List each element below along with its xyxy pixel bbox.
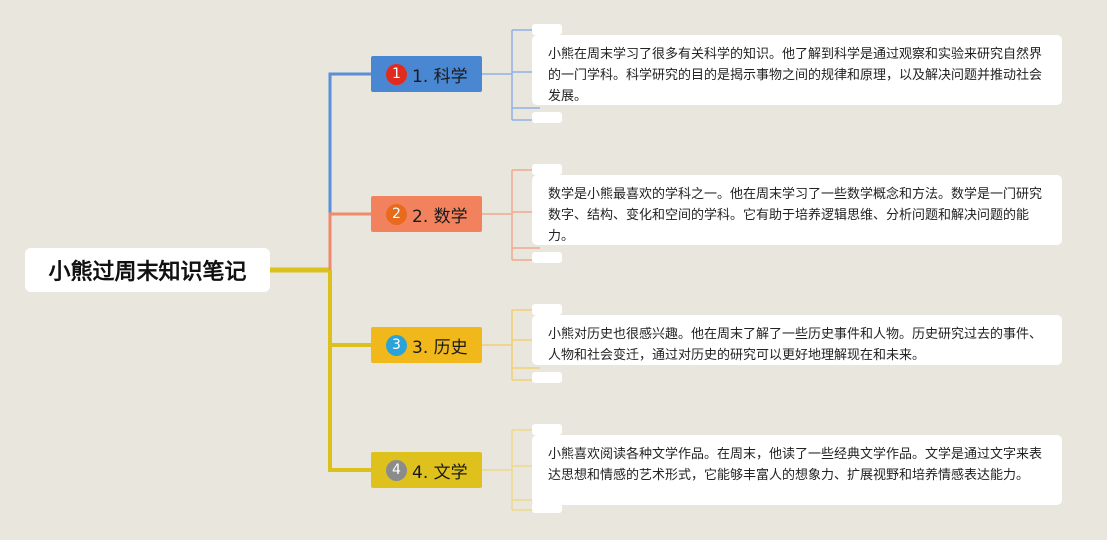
math-detail-text: 数学是小熊最喜欢的学科之一。他在周末学习了一些数学概念和方法。数学是一门研究数字… [548,187,1043,244]
history-detail-card[interactable]: 小熊对历史也很感兴趣。他在周末了解了一些历史事件和人物。历史研究过去的事件、人物… [532,315,1062,365]
root-topic-label: 小熊过周末知识笔记 [48,260,247,285]
literature-detail-tab-bottom [532,502,562,513]
science-detail-card[interactable]: 小熊在周末学习了很多有关科学的知识。他了解到科学是通过观察和实验来研究自然界的一… [532,35,1062,105]
branch-history[interactable]: 3 3. 历史 [371,327,482,363]
science-detail-tab-bottom [532,112,562,123]
number-3-badge-icon: 3 [386,334,407,356]
number-2-badge-icon: 2 [386,203,407,225]
literature-detail-tab [532,424,562,435]
branch-literature-label: 4. 文学 [412,462,468,483]
branch-history-label: 3. 历史 [412,337,468,358]
branch-literature[interactable]: 4 4. 文学 [371,452,482,488]
literature-detail-card[interactable]: 小熊喜欢阅读各种文学作品。在周末，他读了一些经典文学作品。文学是通过文字来表达思… [532,435,1062,505]
branch-science[interactable]: 1 1. 科学 [371,56,482,92]
literature-detail-text: 小熊喜欢阅读各种文学作品。在周末，他读了一些经典文学作品。文学是通过文字来表达思… [548,447,1043,483]
math-detail-card[interactable]: 数学是小熊最喜欢的学科之一。他在周末学习了一些数学概念和方法。数学是一门研究数字… [532,175,1062,245]
spine-math [328,212,371,270]
number-1-badge-icon: 1 [386,63,407,85]
branch-math-label: 2. 数学 [412,206,468,227]
number-4-badge-icon: 4 [386,459,407,481]
root-topic[interactable]: 小熊过周末知识笔记 [25,248,270,292]
history-detail-text: 小熊对历史也很感兴趣。他在周末了解了一些历史事件和人物。历史研究过去的事件、人物… [548,327,1043,363]
branch-math[interactable]: 2 2. 数学 [371,196,482,232]
science-detail-text: 小熊在周末学习了很多有关科学的知识。他了解到科学是通过观察和实验来研究自然界的一… [548,47,1043,104]
spine-science [328,72,371,214]
history-detail-tab-bottom [532,372,562,383]
branch-science-label: 1. 科学 [412,66,468,87]
history-detail-tab [532,304,562,315]
spine-history [328,270,371,347]
science-detail-tab [532,24,562,35]
spine-literature [328,345,371,472]
math-detail-tab-bottom [532,252,562,263]
math-detail-tab [532,164,562,175]
